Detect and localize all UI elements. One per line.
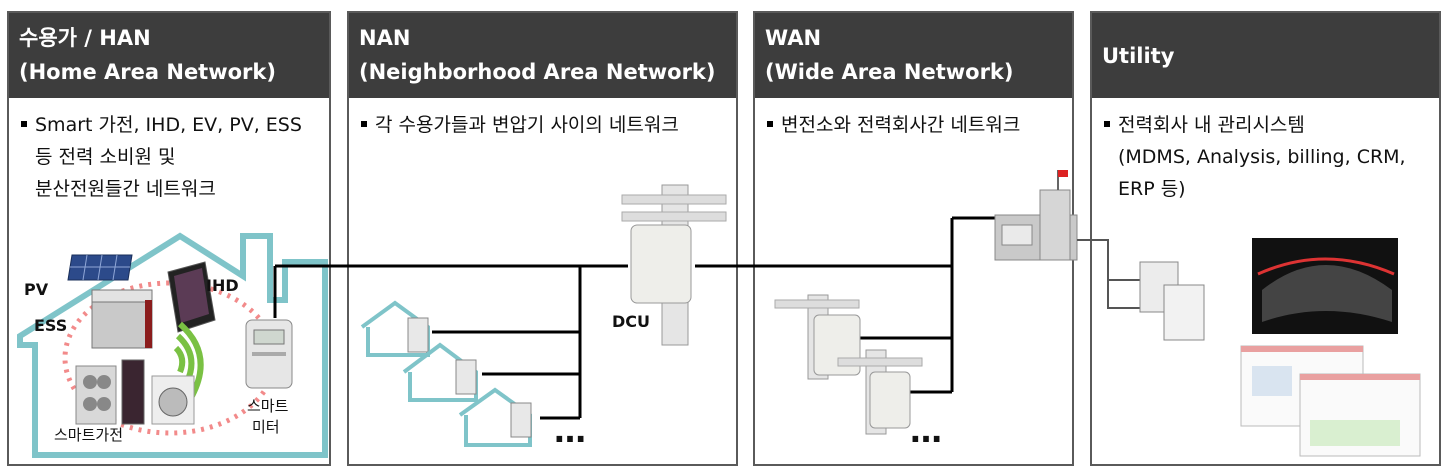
han-description: Smart 가전, IHD, EV, PV, ESS 등 전력 소비원 및 분산… bbox=[21, 109, 323, 205]
nan-description: 각 수용가들과 변압기 사이의 네트워크 bbox=[361, 109, 730, 141]
meter-icon bbox=[510, 402, 532, 438]
nan-header: NAN (Neighborhood Area Network) bbox=[349, 13, 736, 98]
ihd-icon bbox=[167, 261, 216, 333]
smart-meter-label-line1: 스마트 bbox=[247, 397, 289, 415]
han-panel: 수용가 / HAN (Home Area Network) Smart 가전, … bbox=[7, 11, 331, 466]
utility-title: Utility bbox=[1102, 44, 1175, 68]
nan-desc-line1: 각 수용가들과 변압기 사이의 네트워크 bbox=[375, 114, 679, 136]
dcu-label: DCU bbox=[612, 312, 651, 331]
bullet-icon bbox=[1104, 120, 1110, 127]
utility-description: 전력회사 내 관리시스템 (MDMS, Analysis, billing, C… bbox=[1104, 109, 1433, 205]
substation-icon bbox=[994, 170, 1078, 261]
han-title: 수용가 / HAN bbox=[19, 26, 151, 50]
utility-pole-icon bbox=[837, 349, 923, 435]
utility-desc-line1: 전력회사 내 관리시스템 bbox=[1118, 114, 1305, 136]
ess-icon bbox=[91, 289, 153, 349]
smart-meter-label-line2: 미터 bbox=[252, 418, 280, 436]
server-icon bbox=[1139, 261, 1205, 341]
ihd-label: IHD bbox=[206, 276, 239, 295]
nan-ellipsis: … bbox=[554, 412, 586, 450]
nan-title: NAN bbox=[359, 26, 411, 50]
wan-utility-link bbox=[1077, 239, 1140, 281]
smart-meter-icon bbox=[245, 319, 293, 389]
bullet-icon bbox=[767, 120, 773, 127]
wan-header: WAN (Wide Area Network) bbox=[755, 13, 1072, 98]
meter-icon bbox=[407, 317, 429, 353]
wan-subtitle: (Wide Area Network) bbox=[765, 60, 1014, 84]
utility-desc-line3: ERP 등) bbox=[1118, 178, 1186, 200]
wan-desc-line1: 변전소와 전력회사간 네트워크 bbox=[781, 114, 1021, 136]
pv-label: PV bbox=[24, 280, 49, 299]
control-room-image bbox=[1252, 238, 1398, 334]
bullet-icon bbox=[21, 120, 27, 127]
appliances-label: 스마트가전 bbox=[54, 426, 124, 444]
house-outline bbox=[17, 232, 328, 458]
han-desc-line2: 등 전력 소비원 및 bbox=[35, 146, 176, 168]
ess-label: ESS bbox=[34, 316, 68, 335]
appliances-icon bbox=[75, 359, 195, 425]
utility-desc-line2: (MDMS, Analysis, billing, CRM, bbox=[1118, 146, 1406, 168]
wan-title: WAN bbox=[765, 26, 822, 50]
bullet-icon bbox=[361, 120, 367, 127]
report-screenshot-icon bbox=[1240, 345, 1421, 457]
wan-ellipsis: … bbox=[910, 412, 942, 450]
wan-description: 변전소와 전력회사간 네트워크 bbox=[767, 109, 1066, 141]
nan-subtitle: (Neighborhood Area Network) bbox=[359, 60, 716, 84]
dcu-pole-icon bbox=[621, 184, 727, 346]
han-subtitle: (Home Area Network) bbox=[19, 60, 276, 84]
han-desc-line1: Smart 가전, IHD, EV, PV, ESS bbox=[35, 114, 302, 136]
han-header: 수용가 / HAN (Home Area Network) bbox=[9, 13, 329, 98]
utility-header: Utility bbox=[1092, 13, 1439, 98]
han-desc-line3: 분산전원들간 네트워크 bbox=[35, 178, 216, 200]
meter-icon bbox=[455, 359, 477, 395]
pv-panel-icon bbox=[67, 254, 133, 281]
